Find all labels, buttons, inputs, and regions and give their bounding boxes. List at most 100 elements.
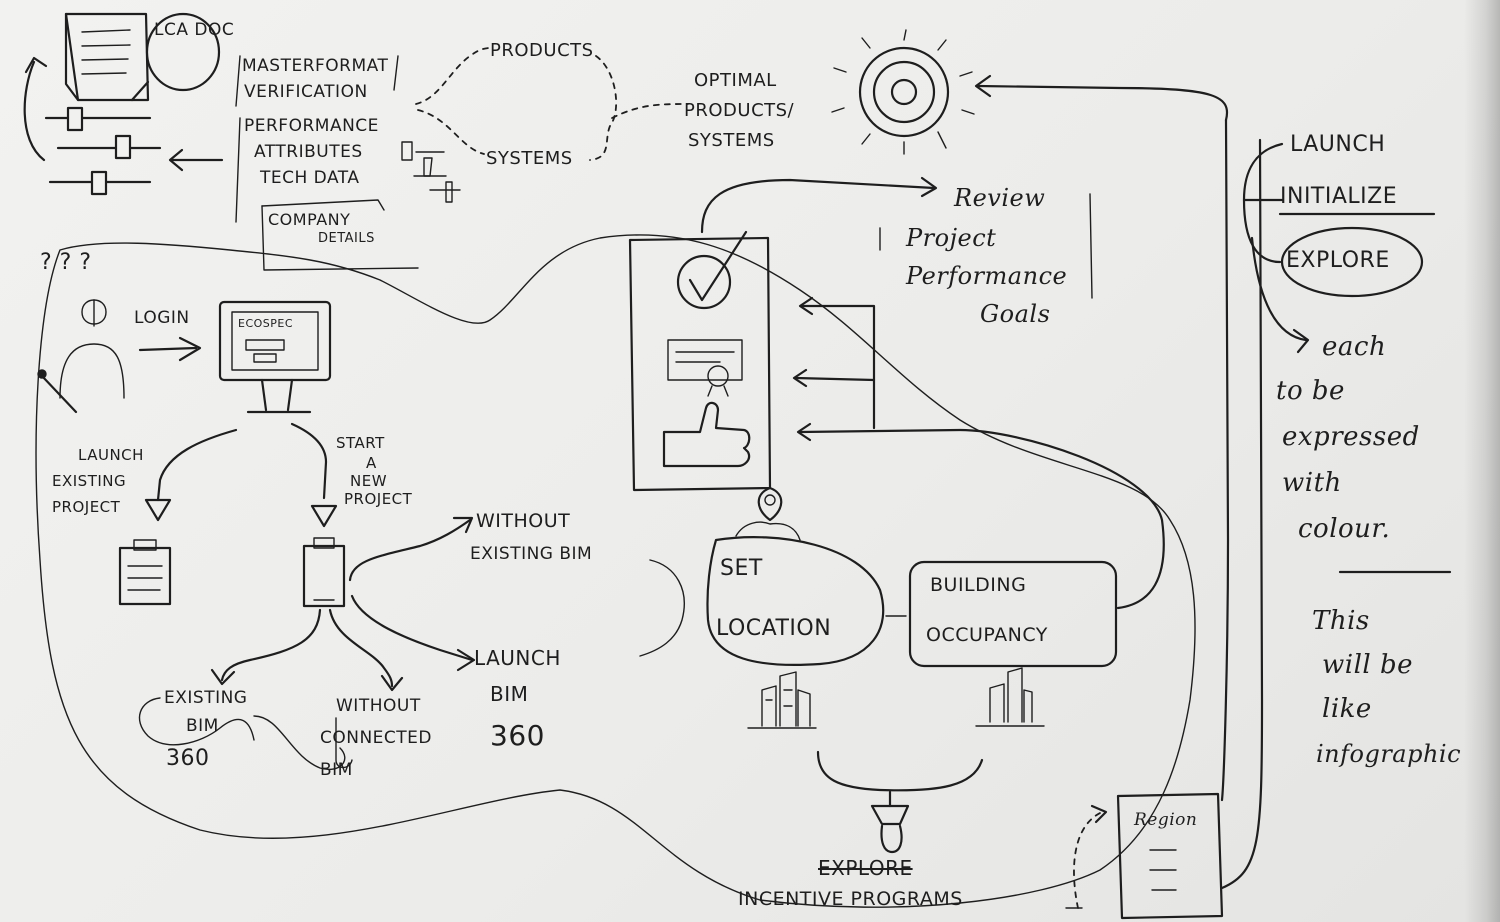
feedback-arrow-2 [794,376,876,382]
region-label: Region [1134,810,1198,830]
note-line-7: will be [1322,650,1413,680]
dash-to-systems [417,109,485,155]
mode-launch: LAUNCH [1290,132,1386,157]
branch-down [350,594,474,662]
note-line-5: colour. [1298,514,1391,544]
spec-item-verification: VERIFICATION [244,82,368,102]
clipboard-existing [118,539,172,606]
login-arrow [138,346,198,352]
start-new-line-3: NEW [350,472,388,490]
scribble-connected [335,717,353,769]
small-flags [401,141,461,203]
building-icon-left [747,671,817,729]
occupancy-line-2: OCCUPANCY [926,624,1048,646]
existing-bim360-line-2: BIM [186,716,219,736]
review-line-3: Performance [906,262,1068,290]
funnel-bracket [816,750,984,792]
launch-existing-line-1: LAUNCH [78,446,144,464]
without-connected-line-3: BIM [320,760,353,780]
dash-systems-to-optimal [611,103,689,119]
start-new-line-4: PROJECT [344,490,413,508]
note-line-4: with [1282,468,1342,498]
review-bracket [1089,193,1093,299]
review-line-2: Project [906,224,997,252]
mode-initialize: INITIALIZE [1280,184,1398,209]
spec-item-attributes: ATTRIBUTES [254,142,363,162]
spec-item-tech-data: TECH DATA [260,168,360,188]
feedback-head-1 [798,296,814,316]
arrow-to-review-head [920,176,938,198]
arrow-launch-existing-head [144,498,172,522]
without-connected-line-2: CONNECTED [320,728,433,748]
branch-right-head [380,674,404,692]
loop-arrowhead [24,56,48,74]
without-existing-line-1: WITHOUT [476,510,571,532]
modes-bracket [1242,142,1284,264]
dash-region [1073,811,1103,909]
review-panel [628,230,772,492]
note-line-2: to be [1276,376,1345,406]
workflow-outline [35,234,1196,908]
lca-doc-bubble [145,12,221,92]
sun-icon [831,29,975,155]
optimal-line-1: OPTIMAL [694,70,777,91]
launch-bim360-line-1: LAUNCH [474,646,561,670]
branch-up [348,518,472,582]
launch-bim360-line-2: BIM [490,682,529,706]
arrow-to-sun [976,84,1229,122]
launch-bim360-line-3: 360 [490,719,545,752]
right-frame [1220,118,1230,802]
existing-bim360-line-3: 360 [166,746,210,771]
dash-products-to-optimal [589,55,617,161]
login-label: LOGIN [134,308,190,328]
spec-item-performance: PERFORMANCE [244,116,379,136]
branch-right [328,608,394,688]
lca-doc-label-1: LCA DOC [154,20,235,40]
feedback-stem [800,304,876,430]
dash-region-head [1090,804,1108,824]
note-line-3: expressed [1282,422,1420,452]
back-arrowhead [168,148,184,172]
note-line-6: This [1312,606,1370,636]
scribble-connect [253,715,346,771]
note-line-1: each [1322,332,1387,362]
arrow-start-new [290,422,328,500]
right-return [1220,138,1264,890]
spec-item-masterformat: MASTERFORMAT [242,56,389,76]
branch-up-head [452,516,474,534]
branch-left-head [210,668,236,686]
branch-down-head [456,648,476,672]
set-location-line-1: SET [720,556,763,581]
loop-arrow [23,60,46,162]
incentive-label: INCENTIVE PROGRAMS [738,888,963,910]
spec-list-brackets [235,55,419,271]
without-connected-line-1: WITHOUT [336,696,421,716]
set-location-line-2: LOCATION [716,616,832,641]
funnel-icon [870,790,910,854]
spec-item-company: COMPANY [268,210,351,229]
arrow-launch-existing [156,428,238,502]
login-arrow-head [178,336,202,362]
modes-to-note-head [1292,328,1310,354]
existing-bim360-line-1: EXISTING [164,688,248,708]
occupancy-box [908,560,1118,668]
occupancy-line-1: BUILDING [930,574,1027,596]
location-bubble [706,536,885,667]
arrow-to-review [700,178,936,234]
arrow-to-sun-head [974,74,992,98]
computer-icon [218,300,332,414]
launch-existing-line-3: PROJECT [52,498,121,516]
arrow-start-new-head [310,504,338,528]
location-pin [735,486,801,541]
slider-icon [44,106,162,196]
join-without-to-location [639,559,685,657]
explore-ellipse [1280,226,1424,298]
start-new-line-1: START [336,434,385,452]
launch-existing-line-2: EXISTING [52,472,127,490]
branch-products: PRODUCTS [490,40,594,61]
feedback-head-3 [796,422,812,442]
feedback-head-2 [792,368,808,388]
branch-left [220,608,322,682]
question-marks: ? ? ? [40,250,92,275]
